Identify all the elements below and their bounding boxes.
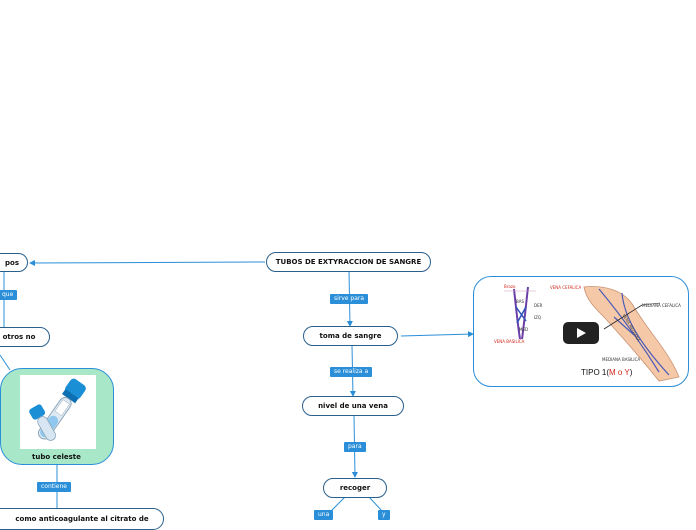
node-otros-label: otros no (2, 333, 36, 341)
node-otros-partial[interactable]: otros no (0, 327, 50, 347)
label-bas: BAS (516, 299, 525, 304)
central-topic-label: TUBOS DE EXTYRACCION DE SANGRE (275, 258, 422, 266)
label-vena-cefalica: VENA CEFALICA (550, 285, 582, 290)
link-label-y[interactable]: y (378, 510, 390, 520)
tipo-caption: TIPO 1(M o Y) (581, 368, 632, 377)
label-med: MED (519, 327, 529, 332)
edge-toma-to-image (400, 331, 474, 338)
node-tipos-partial[interactable]: pos (0, 253, 28, 272)
label-vena-basilica: VENA BASILICA (494, 339, 525, 344)
tipo-prefix: TIPO 1( (581, 368, 610, 377)
edge-central-to-tipos (29, 259, 266, 266)
link-label-contiene[interactable]: contiene (37, 482, 71, 492)
node-tubo-celeste[interactable] (0, 368, 114, 465)
link-label-para[interactable]: para (344, 442, 366, 452)
link-label-sirve-para[interactable]: sirve para (330, 294, 369, 304)
central-topic[interactable]: TUBOS DE EXTYRACCION DE SANGRE (266, 252, 431, 272)
play-icon (577, 328, 586, 338)
tube-celeste-caption: tubo celeste (32, 453, 81, 461)
link-label-una[interactable]: una (314, 510, 334, 520)
node-tipos-label: pos (5, 258, 19, 267)
edge-recoger-y (368, 496, 384, 513)
tipo-red: M o Y (609, 368, 630, 377)
link-label-que[interactable]: que (0, 290, 18, 300)
label-mediana-cefalica: MEDIANA CEFALICA (642, 303, 681, 308)
video-play-button[interactable] (563, 322, 599, 344)
node-toma-label: toma de sangre (319, 332, 382, 340)
tipo-suffix: ) (629, 368, 633, 377)
edge-otros-to-tube (0, 354, 11, 371)
label-mediana-basilica: MEDIANA BASILICA (602, 357, 641, 362)
node-nivel-label: nivel de una vena (318, 402, 388, 410)
node-anticoag-label: como anticoagulante al citrato de (15, 515, 149, 523)
node-recoger-label: recoger (339, 484, 371, 492)
node-recoger[interactable]: recoger (323, 478, 387, 498)
label-der: DER (534, 303, 543, 308)
label-brazo: Brazo (504, 284, 516, 289)
tube-image (20, 375, 96, 449)
node-anticoagulante-partial[interactable]: como anticoagulante al citrato de (0, 508, 164, 530)
link-label-se-realiza[interactable]: se realiza a (330, 367, 373, 377)
arm-veins-illustration (504, 286, 680, 382)
node-nivel-de-una-vena[interactable]: nivel de una vena (302, 396, 404, 416)
node-toma-de-sangre[interactable]: toma de sangre (303, 326, 398, 346)
image-node-venas-brazo[interactable]: VENA CEFALICA Brazo DER IZQ MED BAS VENA… (473, 276, 689, 387)
label-izq: IZQ (534, 315, 542, 320)
edge-recoger-una (329, 496, 346, 513)
blue-tube-icon (29, 378, 86, 441)
